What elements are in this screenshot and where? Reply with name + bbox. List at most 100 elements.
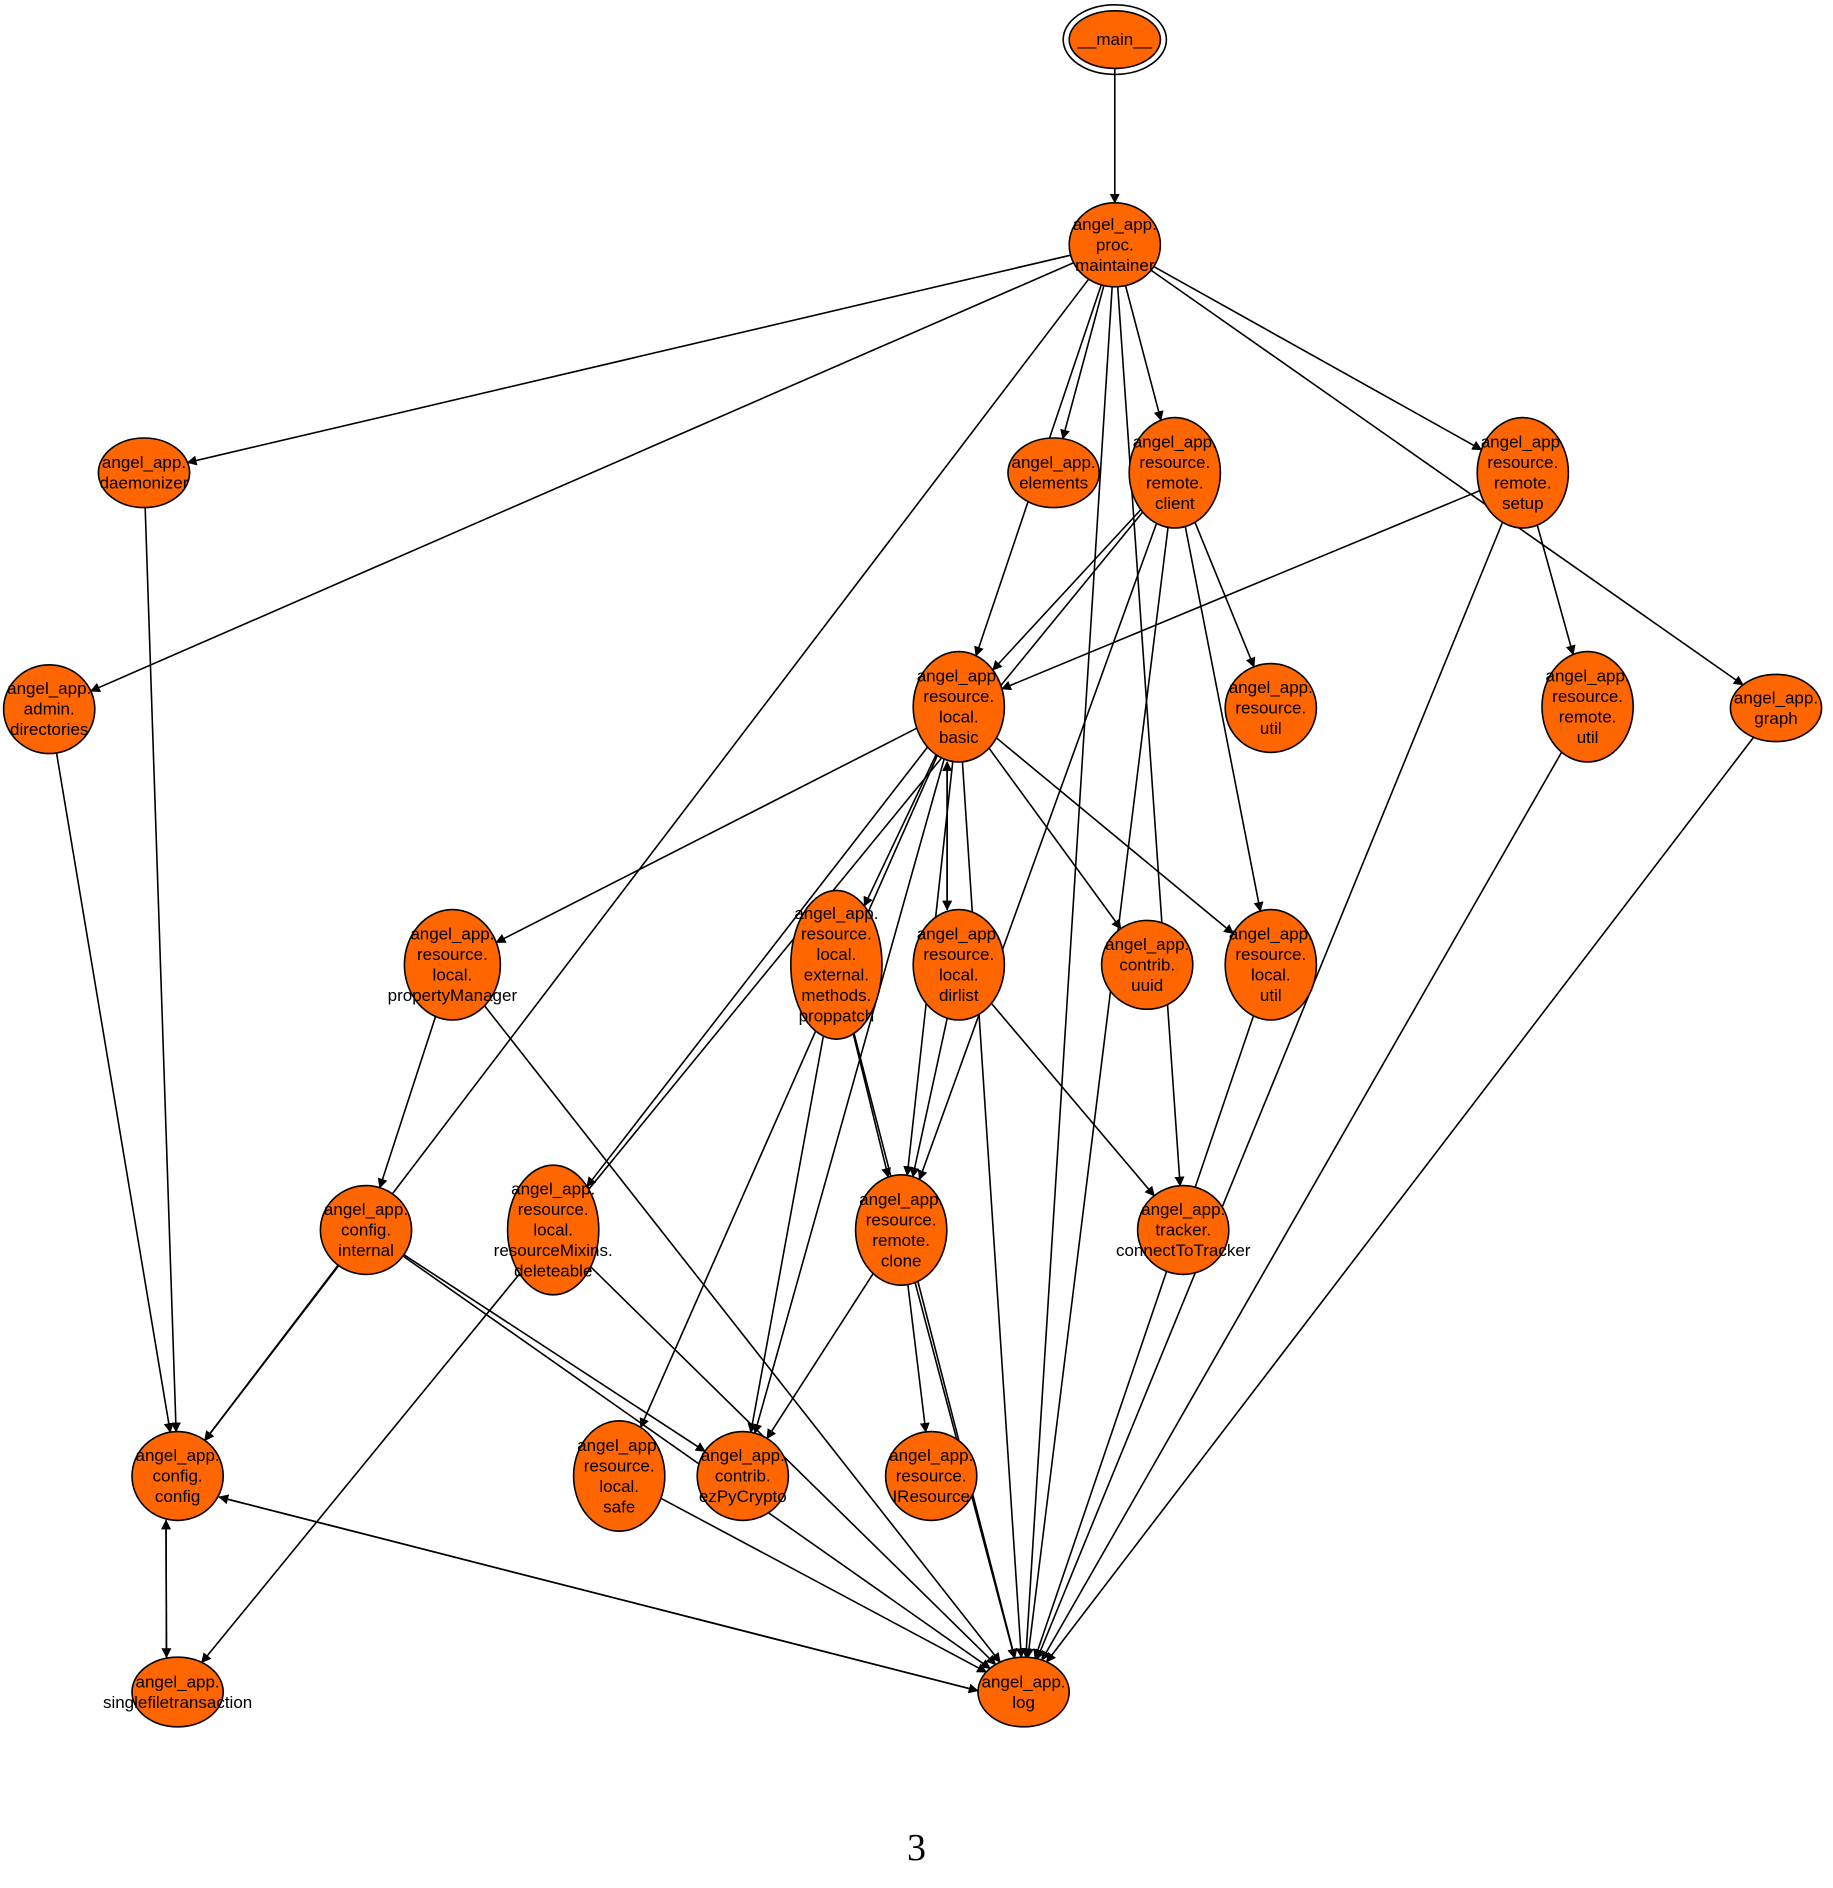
edge-internal-to-log	[402, 1255, 991, 1670]
edge-log-to-config	[218, 1494, 978, 1692]
node-dirlist-label-line: angel_app.	[917, 925, 1001, 944]
node-basic-ellipse	[912, 650, 1006, 763]
node-ezpycrypto-label-line: ezPyCrypto	[699, 1487, 787, 1506]
node-rsetup-label-line: setup	[1502, 494, 1544, 513]
node-directories-ellipse	[2, 663, 96, 755]
node-safe-label-line: resource.	[584, 1456, 655, 1475]
node-main-label-line: __main__	[1076, 30, 1152, 49]
node-propmgr-label-line: propertyManager	[388, 986, 518, 1005]
node-config-label-line: config	[155, 1487, 200, 1506]
node-dirlist-label-line: dirlist	[939, 986, 979, 1005]
edge-clone-to-ezpycrypto	[766, 1273, 874, 1440]
node-deleteable-label-line: resource.	[518, 1200, 589, 1219]
node-internal-label-line: config.	[341, 1221, 391, 1240]
edge-dirlist-to-tracker	[990, 1002, 1155, 1197]
node-localutil-label-line: resource.	[1235, 945, 1306, 964]
node-internal-ellipse	[319, 1184, 413, 1276]
node-proppatch-label-line: local.	[817, 945, 857, 964]
node-proppatch-ellipse	[790, 889, 883, 1040]
edge-deleteable-to-log	[590, 1266, 997, 1666]
node-localutil-label-line: local.	[1251, 966, 1291, 985]
node-rclient-label-line: remote.	[1146, 474, 1204, 493]
node-propmgr-ellipse	[403, 908, 502, 1021]
node-tracker-ellipse	[1136, 1184, 1230, 1276]
node-safe-label-line: safe	[603, 1497, 635, 1516]
node-ezpycrypto: angel_app. contrib.ezPyCrypto	[696, 1430, 790, 1522]
node-clone: angel_app.resource.remote.clone	[854, 1174, 948, 1287]
node-clone-ellipse	[854, 1174, 948, 1287]
node-safe-ellipse	[572, 1420, 666, 1533]
node-directories-label-line: directories	[10, 720, 88, 739]
node-maintainer-label-line: angel_app.	[1073, 215, 1157, 234]
edge-basic-to-proppatch	[863, 754, 937, 907]
node-ezpycrypto-label-line: contrib.	[715, 1467, 771, 1486]
node-rutil: angel_app.resource.util	[1224, 662, 1318, 754]
node-directories-label-line: admin.	[24, 700, 75, 719]
edge-internal-to-config	[204, 1265, 340, 1442]
node-tracker-label-line: tracker.	[1155, 1221, 1211, 1240]
edge-basic-to-uuid	[988, 747, 1122, 930]
edge-maintainer-to-elements	[1060, 285, 1105, 440]
node-config: angel_app.config.config	[131, 1430, 224, 1522]
node-rsetup-label-line: resource.	[1487, 453, 1558, 472]
node-elements: angel_app.elements	[1007, 437, 1100, 509]
node-proppatch: angel_app.resource.local.external.method…	[790, 889, 883, 1040]
node-basic-label-line: local.	[939, 708, 979, 727]
node-rutil-label-line: angel_app.	[1229, 678, 1313, 697]
edge-remoteutil-to-log	[1041, 751, 1563, 1661]
edge-maintainer-to-tracker	[1116, 286, 1185, 1187]
node-propmgr-label-line: local.	[433, 966, 473, 985]
edge-rclient-to-rutil	[1194, 521, 1256, 668]
node-log-label-line: log	[1012, 1693, 1035, 1712]
edge-localutil-to-log	[1033, 1015, 1255, 1660]
node-rclient-label-line: resource.	[1139, 453, 1210, 472]
node-rutil-ellipse	[1224, 662, 1318, 754]
node-clone-label-line: clone	[881, 1251, 922, 1270]
node-sft: angel_app.singlefiletransaction	[103, 1656, 252, 1728]
node-main: __main__	[1062, 3, 1168, 76]
node-uuid-label-line: uuid	[1131, 976, 1163, 995]
node-dirlist-ellipse	[912, 908, 1006, 1021]
node-rclient: angel_app.resource.remote.client	[1128, 416, 1222, 529]
node-layer: __main__angel_app.proc.maintainerangel_a…	[2, 3, 1823, 1728]
edge-rclient-to-basic	[992, 509, 1142, 671]
node-maintainer: angel_app.proc.maintainer	[1068, 202, 1162, 288]
edge-rsetup-to-remoteutil	[1536, 524, 1576, 656]
node-remoteutil-label-line: resource.	[1552, 687, 1623, 706]
node-tracker: angel_app.tracker.connectToTracker	[1116, 1184, 1251, 1276]
edge-rsetup-to-basic	[1001, 489, 1480, 691]
node-deleteable-label-line: angel_app.	[511, 1180, 595, 1199]
node-proppatch-label-line: resource.	[801, 925, 872, 944]
page-number: 3	[907, 1827, 926, 1869]
edge-basic-to-log	[961, 761, 1026, 1659]
edge-rsetup-to-log	[1035, 521, 1504, 1660]
node-localutil-ellipse	[1224, 908, 1318, 1021]
node-internal-label-line: angel_app.	[324, 1200, 408, 1219]
edge-internal-to-ezpycrypto	[403, 1254, 706, 1452]
node-clone-label-line: angel_app.	[859, 1190, 943, 1209]
node-config-label-line: config.	[153, 1467, 203, 1486]
edge-propmgr-to-log	[483, 1005, 1001, 1663]
node-log-label-line: angel_app.	[982, 1672, 1066, 1691]
node-daemonizer-label-line: daemonizer	[100, 474, 189, 493]
edge-basic-to-propmgr	[495, 727, 918, 944]
node-uuid-label-line: contrib.	[1119, 955, 1175, 974]
edge-layer	[55, 68, 1755, 1694]
edge-dirlist-to-clone	[909, 1018, 948, 1178]
node-deleteable-ellipse	[506, 1164, 600, 1296]
node-localutil: angel_app.resource.local.util	[1224, 908, 1318, 1021]
node-ezpycrypto-ellipse	[696, 1430, 790, 1522]
node-ezpycrypto-label-line: angel_app.	[701, 1446, 785, 1465]
node-sft-label-line: angel_app.	[136, 1672, 220, 1691]
edge-rclient-to-localutil	[1184, 526, 1264, 913]
node-uuid-label-line: angel_app.	[1105, 935, 1189, 954]
edge-graph-to-log	[1045, 736, 1755, 1663]
node-graph-label-line: graph	[1754, 709, 1797, 728]
node-localutil-label-line: angel_app.	[1229, 925, 1313, 944]
node-main-ellipse	[1068, 9, 1162, 70]
edge-maintainer-to-log	[1021, 286, 1113, 1659]
edge-safe-to-log	[660, 1497, 988, 1673]
node-rsetup-label-line: angel_app.	[1481, 433, 1565, 452]
node-iresource: angel_app.resource.IResource	[884, 1430, 978, 1522]
node-main-outer-ring	[1062, 3, 1168, 76]
